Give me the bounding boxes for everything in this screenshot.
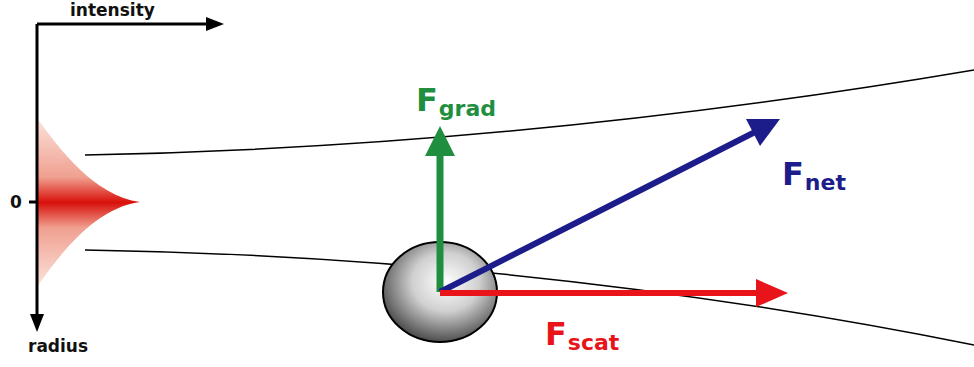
axis-arrowhead bbox=[206, 17, 224, 31]
force-subscript: scat bbox=[568, 332, 620, 354]
beam-edge bbox=[85, 250, 974, 345]
arrowhead bbox=[746, 119, 780, 146]
scattering-force-arrow bbox=[440, 290, 760, 296]
force-subscript: net bbox=[805, 172, 846, 194]
intensity-axis bbox=[37, 23, 210, 26]
axis-label: radius bbox=[28, 338, 88, 355]
axis-tick-label: 0 bbox=[10, 194, 22, 211]
axis-arrowhead bbox=[30, 314, 44, 332]
net-force-arrow bbox=[440, 132, 755, 292]
force-symbol: F bbox=[782, 158, 804, 190]
force-symbol: F bbox=[416, 84, 438, 116]
axis-label: intensity bbox=[70, 2, 155, 19]
intensity-profile bbox=[37, 118, 140, 287]
radius-axis bbox=[36, 24, 39, 318]
force-subscript: grad bbox=[439, 98, 496, 120]
arrowhead bbox=[425, 126, 455, 156]
arrowhead bbox=[756, 279, 788, 307]
beam-edge bbox=[85, 70, 974, 155]
force-symbol: F bbox=[545, 318, 567, 350]
zero-tick bbox=[29, 201, 37, 204]
gradient-force-arrow bbox=[437, 150, 444, 292]
